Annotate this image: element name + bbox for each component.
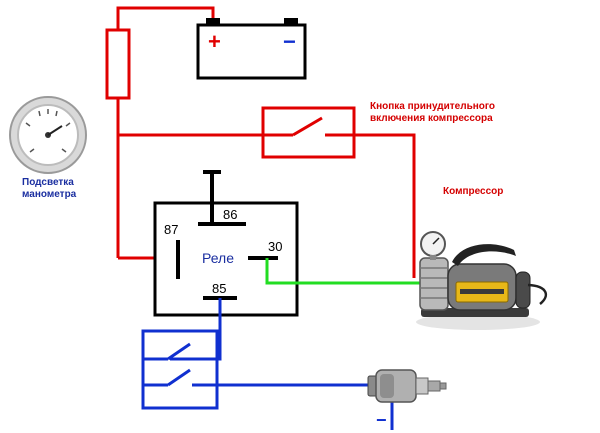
switch2-blade	[167, 368, 191, 387]
compressor-label: Компрессор	[443, 186, 504, 197]
battery-plus-sign: +	[208, 29, 221, 54]
gauge-label-line2: манометра	[22, 189, 77, 200]
relay-label: Реле	[202, 250, 234, 266]
compressor-shadow	[416, 314, 540, 330]
compressor-fan	[515, 271, 531, 309]
battery-minus-sign: −	[283, 29, 296, 54]
sensor-nut	[415, 377, 429, 395]
relay	[153, 170, 299, 317]
relay-pin86-number: 86	[223, 207, 238, 222]
compressor-handle	[452, 244, 516, 266]
button-box	[261, 106, 356, 159]
pressure-gauge	[9, 96, 87, 174]
red-wires	[116, 6, 416, 278]
gauge-label-line1: Подсветка	[22, 177, 74, 188]
battery: + −	[196, 18, 307, 80]
compressor-gauge-stem	[430, 255, 436, 260]
fuse	[105, 28, 131, 100]
sensor-tip	[439, 382, 447, 390]
compressor-label-stripe	[460, 289, 504, 294]
control-switches	[141, 329, 219, 410]
ground-minus-sign: −	[376, 410, 387, 430]
wire-button-to-compressor	[354, 133, 416, 278]
pressure-sensor	[367, 369, 447, 403]
wire-battery-to-fuse	[116, 6, 215, 30]
switch1-blade	[167, 342, 191, 361]
compressor-cylinder	[419, 257, 449, 311]
gauge-needle	[47, 125, 63, 136]
button-label: Кнопка принудительного включения компрес…	[370, 101, 495, 125]
switch-box	[141, 329, 219, 410]
sensor-thread	[427, 380, 441, 392]
compressor-button-switch	[261, 106, 356, 159]
blue-wires	[170, 298, 394, 430]
compressor-hose	[527, 283, 548, 305]
compressor-gauge-needle	[432, 237, 440, 245]
button-label-line1: Кнопка принудительного	[370, 101, 496, 112]
wire-relay85-down	[170, 298, 222, 361]
battery-terminal-plus	[206, 18, 220, 26]
compressor	[416, 231, 548, 330]
relay-pin30-number: 30	[268, 239, 283, 254]
wire-relay30-to-compressor	[265, 258, 420, 285]
gauge-ticks	[25, 109, 71, 153]
battery-body	[196, 23, 307, 80]
button-label-line2: включения компрессора	[370, 113, 493, 124]
button-blade	[292, 116, 323, 137]
relay-pin87-number: 87	[164, 222, 179, 237]
gauge-label: Подсветка манометра	[22, 177, 76, 201]
relay-pin85-number: 85	[212, 281, 227, 296]
sensor-body-shade	[380, 374, 394, 398]
battery-terminal-minus	[284, 18, 298, 26]
